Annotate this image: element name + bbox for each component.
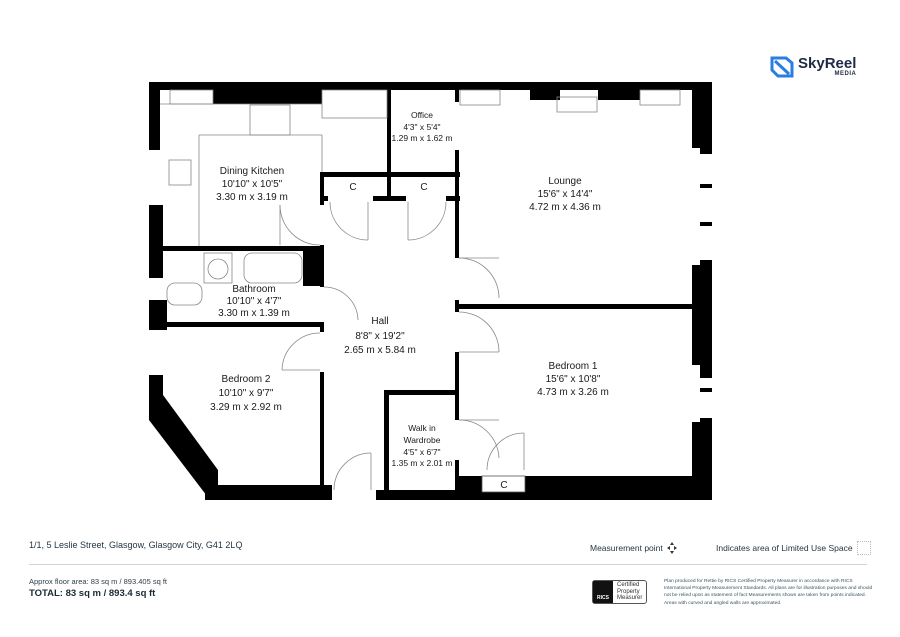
total-area: TOTAL: 83 sq m / 893.4 sq ft xyxy=(29,588,156,599)
room-name: Walk in xyxy=(408,423,436,433)
legend-label: Indicates area of Limited Use Space xyxy=(716,543,853,553)
room-name: Dining Kitchen xyxy=(220,166,284,177)
rics-logo: RICS xyxy=(593,581,613,603)
room-metric: 3.29 m x 2.92 m xyxy=(210,402,282,413)
room-name: Bedroom 1 xyxy=(549,361,598,372)
cupboard-label: C xyxy=(349,182,356,193)
skyreel-logo-icon xyxy=(770,56,794,78)
room-imperial: 8'8" x 19'2" xyxy=(355,331,405,342)
room-metric: 3.30 m x 1.39 m xyxy=(218,308,290,319)
floor-plan: Dining Kitchen 10'10" x 10'5" 3.30 m x 3… xyxy=(149,82,712,500)
brand-logo: SkyReel MEDIA xyxy=(770,56,856,78)
legend-label: Measurement point xyxy=(590,543,663,553)
rics-text: Certified xyxy=(617,582,640,589)
limited-use-swatch xyxy=(856,541,871,555)
room-metric: 3.30 m x 3.19 m xyxy=(216,192,288,203)
room-metric: 1.29 m x 1.62 m xyxy=(392,133,453,143)
cupboard-label: C xyxy=(500,480,507,491)
divider xyxy=(29,564,867,565)
brand-sub: MEDIA xyxy=(834,71,857,77)
room-metric: 1.35 m x 2.01 m xyxy=(392,458,453,468)
cupboard-label: C xyxy=(420,182,427,193)
room-imperial: 10'10" x 10'5" xyxy=(222,179,283,190)
measurement-point-icon xyxy=(666,542,677,554)
fixtures xyxy=(160,89,681,491)
room-metric: 4.72 m x 4.36 m xyxy=(529,202,601,213)
legend-measurement-point: Measurement point xyxy=(590,541,678,555)
room-name: Wardrobe xyxy=(403,435,440,445)
disclaimer: Plan produced for Rettie by RICS Certifi… xyxy=(664,579,873,606)
room-name: Bedroom 2 xyxy=(222,374,271,385)
rics-text: Property xyxy=(617,588,640,595)
room-name: Lounge xyxy=(548,176,582,187)
rics-text: Measurer xyxy=(617,595,643,602)
room-imperial: 4'3" x 5'4" xyxy=(403,122,440,132)
room-imperial: 10'10" x 4'7" xyxy=(227,296,282,307)
legend-limited-use: Indicates area of Limited Use Space xyxy=(716,541,871,555)
room-imperial: 15'6" x 14'4" xyxy=(538,189,593,200)
approx-floor-area: Approx floor area: 83 sq m / 893.405 sq … xyxy=(29,577,167,586)
room-metric: 2.65 m x 5.84 m xyxy=(344,345,416,356)
room-imperial: 15'6" x 10'8" xyxy=(546,374,601,385)
property-address: 1/1, 5 Leslie Street, Glasgow, Glasgow C… xyxy=(29,540,243,550)
room-name: Office xyxy=(411,110,433,120)
room-metric: 4.73 m x 3.26 m xyxy=(537,387,609,398)
room-imperial: 10'10" x 9'7" xyxy=(219,388,274,399)
walls xyxy=(149,82,712,500)
brand-name: SkyReel xyxy=(798,55,857,72)
room-name: Bathroom xyxy=(232,284,275,295)
cupboard-3 xyxy=(481,475,526,493)
room-name: Hall xyxy=(371,316,388,327)
room-imperial: 4'5" x 6'7" xyxy=(403,447,440,457)
rics-badge: RICS Certified Property Measurer xyxy=(592,580,648,604)
